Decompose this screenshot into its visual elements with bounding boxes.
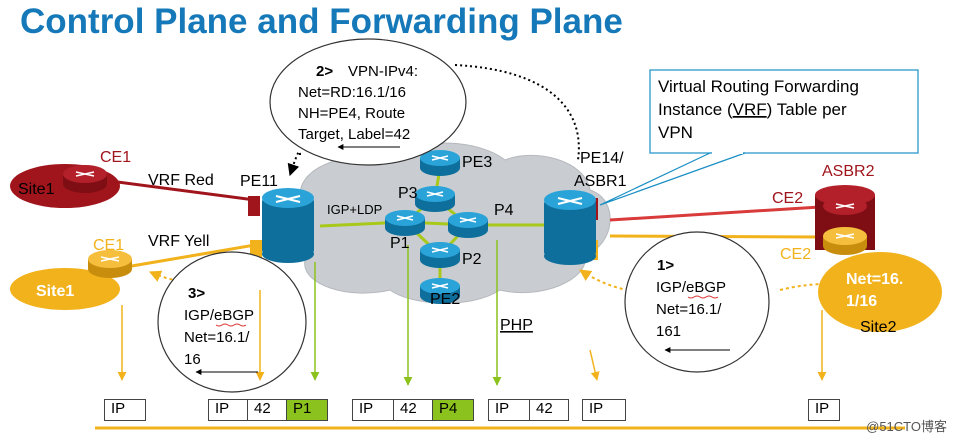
label-pe11: PE11 (240, 173, 278, 190)
packet-ip: IP (582, 399, 626, 421)
vrf-note-box (649, 69, 919, 154)
packet-ip: IP (208, 399, 248, 421)
label-p4: P4 (494, 202, 514, 219)
site2-oval (818, 252, 942, 332)
label-site1-red: Site1 (18, 181, 55, 198)
callout-3-num: 3> (188, 285, 205, 302)
callout-3-line: 16 (184, 351, 201, 368)
label-asbr2: ASBR2 (822, 163, 875, 180)
callout-2-line: Target, Label=42 (298, 126, 410, 143)
vrf-note-line: VPN (658, 123, 693, 142)
callout-1-ellipse (624, 231, 770, 373)
packet-p-label: P4 (432, 399, 474, 421)
label-site2-net2: 1/16 (846, 293, 877, 310)
packet-ip: IP (104, 399, 146, 421)
callout-2-num: 2> (316, 63, 333, 80)
packet-p-label: P1 (286, 399, 328, 421)
label-php: PHP (500, 317, 533, 334)
label-ce1-yellow: CE1 (93, 237, 124, 254)
label-p1: P1 (390, 235, 410, 252)
callout-1-num: 1> (657, 257, 674, 274)
label-site1-yellow: Site1 (36, 283, 74, 300)
label-ce2-yellow: CE2 (780, 246, 811, 263)
callout-1-line: 161 (656, 323, 681, 340)
label-ce1-red: CE1 (100, 149, 131, 166)
label-vrf-yellow: VRF Yell (148, 233, 209, 250)
callout-2-line: VPN-IPv4: (348, 63, 418, 80)
callout-1-line: IGP/eBGP (656, 279, 726, 296)
callout-2-line: Net=RD:16.1/16 (298, 84, 406, 101)
label-igp-ldp: IGP+LDP (327, 202, 382, 217)
label-ce2-red: CE2 (772, 190, 803, 207)
label-site2: Site2 (860, 319, 897, 336)
vrf-note-vrf: VRF (733, 100, 767, 119)
label-pe2: PE2 (430, 291, 460, 308)
packet-ip: IP (488, 399, 530, 421)
watermark: @51CTO博客 (866, 419, 947, 434)
label-asbr1: ASBR1 (574, 173, 627, 190)
label-vrf-red: VRF Red (148, 172, 214, 189)
packet-ip: IP (352, 399, 394, 421)
callout-3-ellipse (157, 251, 307, 393)
callout-3-line: Net=16.1/ (184, 329, 250, 346)
callout-2-line: NH=PE4, Route (298, 105, 405, 122)
packet-label: 42 (529, 399, 569, 421)
label-pe14: PE14/ (580, 150, 624, 167)
site1-yellow-oval (10, 268, 120, 310)
page-title: Control Plane and Forwarding Plane (20, 2, 623, 41)
callout-3-line: IGP/eBGP (184, 307, 254, 324)
vrf-note-line: Instance (VRF) Table per (658, 100, 847, 119)
callout-2-ellipse (269, 38, 467, 166)
packet-label: 42 (247, 399, 287, 421)
callout-1-line: Net=16.1/ (656, 301, 722, 318)
label-pe3: PE3 (462, 154, 492, 171)
vrf-note-line: Virtual Routing Forwarding (658, 77, 859, 96)
vrf-note-part: Instance ( (658, 100, 733, 119)
label-p3: P3 (398, 185, 418, 202)
packet-ip: IP (808, 399, 840, 421)
label-site2-net: Net=16. (846, 271, 903, 288)
packet-label: 42 (393, 399, 433, 421)
label-p2: P2 (462, 251, 482, 268)
vrf-note-part: ) Table per (767, 100, 847, 119)
